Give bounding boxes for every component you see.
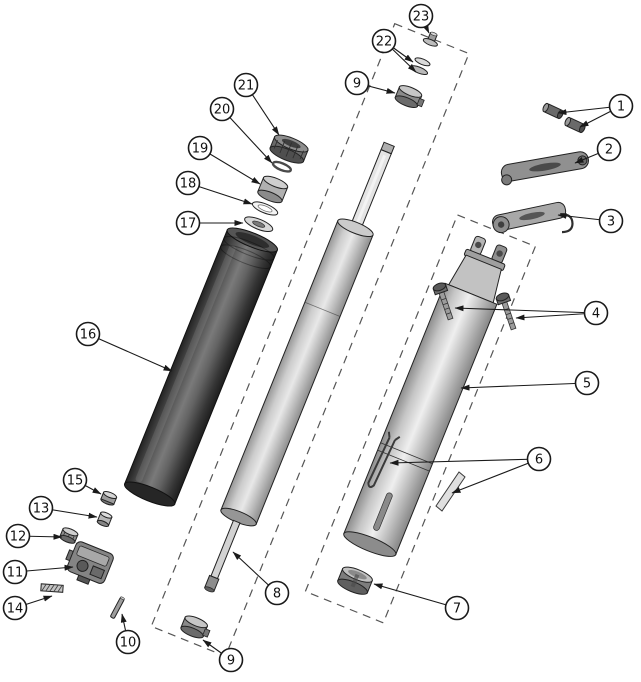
callout-number-11: 11 xyxy=(7,566,24,581)
callout-circle-7 xyxy=(444,595,470,621)
part-6-wire-clip xyxy=(367,431,401,489)
callout-number-17: 17 xyxy=(180,217,197,232)
callout-number-19: 19 xyxy=(192,142,209,157)
callout-circle-1 xyxy=(608,93,634,119)
callout-circle-3 xyxy=(598,208,624,234)
part-22-washers xyxy=(410,57,431,76)
callout-number-23: 23 xyxy=(413,10,430,25)
callout-number-7: 7 xyxy=(453,602,461,617)
part-21-collar xyxy=(269,134,309,164)
leader-line-6 xyxy=(451,458,540,494)
part-8-cartridge xyxy=(204,141,395,593)
callout-number-21: 21 xyxy=(238,79,255,94)
callout-number-6: 6 xyxy=(535,453,543,468)
callout-circle-12 xyxy=(5,523,31,549)
part-19-bushing xyxy=(257,175,289,204)
callout-circle-10 xyxy=(115,629,141,655)
part-7-lower-collar xyxy=(337,566,373,595)
part-5-upper-tube xyxy=(343,235,508,557)
part-6-flat-spring xyxy=(435,471,466,512)
callout-circle-11 xyxy=(2,559,28,585)
callout-number-18: 18 xyxy=(180,177,197,192)
leader-line-6 xyxy=(389,458,540,466)
callout-circle-21 xyxy=(233,72,259,98)
callout-number-16: 16 xyxy=(80,328,97,343)
callout-circle-20 xyxy=(209,96,235,122)
callout-circle-9 xyxy=(218,647,244,673)
callout-number-9: 9 xyxy=(227,654,235,669)
part-9-collar-bottom xyxy=(178,613,214,643)
part-11-actuator-housing xyxy=(65,541,114,585)
leader-line-4 xyxy=(515,312,597,321)
callout-circle-2 xyxy=(596,136,622,162)
callout-circle-17 xyxy=(175,210,201,236)
callout-number-15: 15 xyxy=(67,474,84,489)
part-13-spacer xyxy=(96,511,113,527)
callout-circle-22 xyxy=(371,28,397,54)
part-17-washer xyxy=(244,216,274,232)
part-3-lower-clamp-plate xyxy=(492,201,574,234)
callout-number-3: 3 xyxy=(607,215,615,230)
part-4-bolt-a xyxy=(432,282,454,321)
callout-number-4: 4 xyxy=(592,307,600,322)
part-15-cap xyxy=(100,491,118,506)
callout-circle-14 xyxy=(2,595,28,621)
callout-number-13: 13 xyxy=(33,502,50,517)
lower-tube-assembly xyxy=(123,134,309,507)
thread-detail-lines xyxy=(219,236,275,269)
knurl-detail-lines xyxy=(273,139,304,160)
callout-number-9: 9 xyxy=(353,77,361,92)
part-1-barrel-nut-a xyxy=(542,102,564,120)
upper-post-assembly xyxy=(304,214,537,624)
part-10-pin xyxy=(110,596,125,619)
part-23-valve-cap xyxy=(422,31,438,47)
callout-circle-18 xyxy=(175,170,201,196)
callout-number-20: 20 xyxy=(214,103,231,118)
part-4-bolt-b xyxy=(495,292,517,331)
leader-line-16 xyxy=(87,333,173,372)
callout-number-1: 1 xyxy=(617,100,625,115)
part-12-barrel-nut xyxy=(59,527,79,544)
callout-circle-15 xyxy=(62,467,88,493)
part-20-retaining-ring xyxy=(271,160,293,173)
actuator-parts xyxy=(40,491,125,619)
part-18-seal-ring xyxy=(251,201,279,216)
leader-line-7 xyxy=(373,583,458,609)
callout-number-8: 8 xyxy=(273,587,281,602)
leader-line-4 xyxy=(454,305,597,314)
part-16-lower-tube xyxy=(123,227,279,507)
callout-circle-16 xyxy=(75,321,101,347)
cartridge-assembly xyxy=(150,22,470,658)
callout-number-22: 22 xyxy=(376,35,393,50)
callout-circle-4 xyxy=(583,300,609,326)
alignment-box-middle xyxy=(150,22,470,658)
callout-number-14: 14 xyxy=(7,602,24,617)
part-2-upper-clamp-plate xyxy=(500,151,589,186)
callout-circle-5 xyxy=(574,370,600,396)
callout-circle-6 xyxy=(526,446,552,472)
callout-number-10: 10 xyxy=(120,636,137,651)
part-9-collar-top xyxy=(393,82,428,112)
callout-circle-23 xyxy=(408,3,434,29)
callout-circle-9 xyxy=(344,70,370,96)
part-1-barrel-nut-b xyxy=(564,116,586,134)
callout-number-5: 5 xyxy=(583,377,591,392)
part-14-spring xyxy=(40,583,64,593)
callout-circle-19 xyxy=(187,135,213,161)
callout-circle-8 xyxy=(264,580,290,606)
callout-circle-13 xyxy=(28,495,54,521)
leader-line-5 xyxy=(460,382,588,391)
callout-number-2: 2 xyxy=(605,143,613,158)
callout-number-12: 12 xyxy=(10,530,27,545)
